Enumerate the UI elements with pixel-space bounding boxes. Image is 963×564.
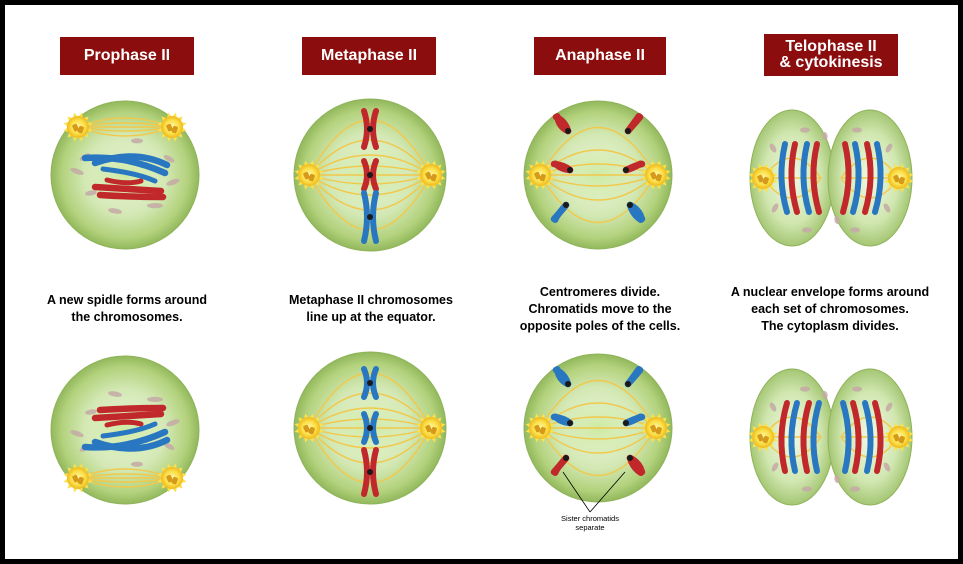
annotation-sister-chromatids: Sister chromatids separate	[561, 514, 619, 532]
chromosome	[81, 428, 169, 451]
chromosome	[788, 400, 800, 474]
centrosome-icon	[748, 422, 778, 452]
chromosome	[91, 183, 165, 195]
caption-prophase-ii: A new spidle forms around the chromosome…	[47, 293, 207, 324]
caption-metaphase-ii: Metaphase II chromosomes line up at the …	[289, 293, 453, 324]
stage-title-telophase-ii: Telophase II & cytokinesis	[764, 34, 898, 76]
chromosome	[104, 177, 144, 186]
chromosome	[862, 141, 874, 215]
centrosome-icon	[525, 160, 555, 190]
chromosome	[91, 436, 171, 452]
chromatid	[622, 160, 646, 174]
separating-chromatids	[550, 366, 646, 476]
chromosome-sets	[778, 400, 884, 474]
chromosome-cluster	[81, 404, 171, 452]
centrosome-icon	[641, 160, 671, 190]
cell-anaphase-ii	[523, 100, 673, 250]
chromatid	[622, 413, 646, 427]
chromosome	[850, 141, 862, 215]
chromosome	[872, 400, 884, 474]
stage-title-anaphase-ii: Anaphase II	[534, 37, 666, 75]
chromatid	[552, 366, 572, 388]
chromosome	[361, 158, 379, 192]
chromosome	[361, 108, 379, 150]
centrosome-icon	[416, 160, 446, 190]
centrosome-icon	[294, 160, 324, 190]
separating-chromatids	[550, 113, 646, 223]
nuclear-envelope-fragments	[70, 391, 180, 467]
chromosome	[100, 166, 158, 184]
centrosome-icon	[294, 413, 324, 443]
nuclear-envelope-fragments	[769, 386, 893, 492]
chromosome	[840, 400, 852, 474]
chromosome	[810, 141, 822, 215]
chromosome	[361, 190, 379, 244]
centrosome-icon	[884, 163, 914, 193]
chromosome	[778, 400, 790, 474]
chromatid	[550, 160, 574, 174]
chromatid	[626, 454, 646, 476]
chromosome	[800, 141, 812, 215]
caption-anaphase-ii: Centromeres divide. Chromatids move to t…	[519, 285, 681, 333]
chromosome-sets	[778, 141, 884, 215]
chromosome	[361, 447, 379, 497]
chromatid	[626, 201, 646, 223]
centrosome-icon	[157, 112, 187, 142]
chromosome	[872, 141, 884, 215]
chromosome	[840, 141, 852, 215]
chromatid	[624, 113, 644, 135]
annotation-pointer	[562, 471, 626, 513]
chromosomes-at-equator	[361, 108, 379, 244]
cell-anaphase-ii	[523, 353, 673, 503]
centrosome-icon	[63, 463, 93, 493]
chromosome	[361, 366, 379, 400]
centrosome-icon	[63, 112, 93, 142]
chromatid	[550, 413, 574, 427]
chromosome	[96, 404, 167, 414]
cell-metaphase-ii	[293, 98, 447, 252]
chromatid	[550, 201, 570, 223]
chromosome	[91, 410, 165, 422]
chromosome	[100, 421, 158, 439]
centrosome-icon	[525, 413, 555, 443]
cell-prophase-ii	[50, 355, 200, 505]
centrosome-icon	[157, 463, 187, 493]
centrosome-icon	[641, 413, 671, 443]
stage-title-metaphase-ii: Metaphase II	[302, 37, 436, 75]
cell-metaphase-ii	[293, 351, 447, 505]
cell-prophase-ii	[50, 100, 200, 250]
chromatid	[552, 113, 572, 135]
caption-telophase-ii: A nuclear envelope forms around each set…	[730, 285, 930, 333]
chromosome	[800, 400, 812, 474]
chromosome	[778, 141, 790, 215]
chromosome	[788, 141, 800, 215]
chromosome	[850, 400, 862, 474]
chromosome	[96, 191, 167, 201]
chromosomes-at-equator	[361, 366, 379, 497]
nuclear-envelope-fragments	[769, 127, 893, 233]
cell-telophase-ii	[748, 109, 914, 247]
chromosome	[104, 419, 144, 428]
cell-telophase-ii	[748, 368, 914, 506]
chromosome	[862, 400, 874, 474]
chromatid	[624, 366, 644, 388]
chromosome	[361, 411, 379, 445]
chromosome	[810, 400, 822, 474]
centrosome-icon	[884, 422, 914, 452]
stage-title-prophase-ii: Prophase II	[60, 37, 194, 75]
chromatid	[550, 454, 570, 476]
centrosome-icon	[416, 413, 446, 443]
chromosome	[91, 153, 171, 169]
chromosome-cluster	[81, 153, 171, 201]
centrosome-icon	[748, 163, 778, 193]
chromosome	[81, 154, 169, 177]
